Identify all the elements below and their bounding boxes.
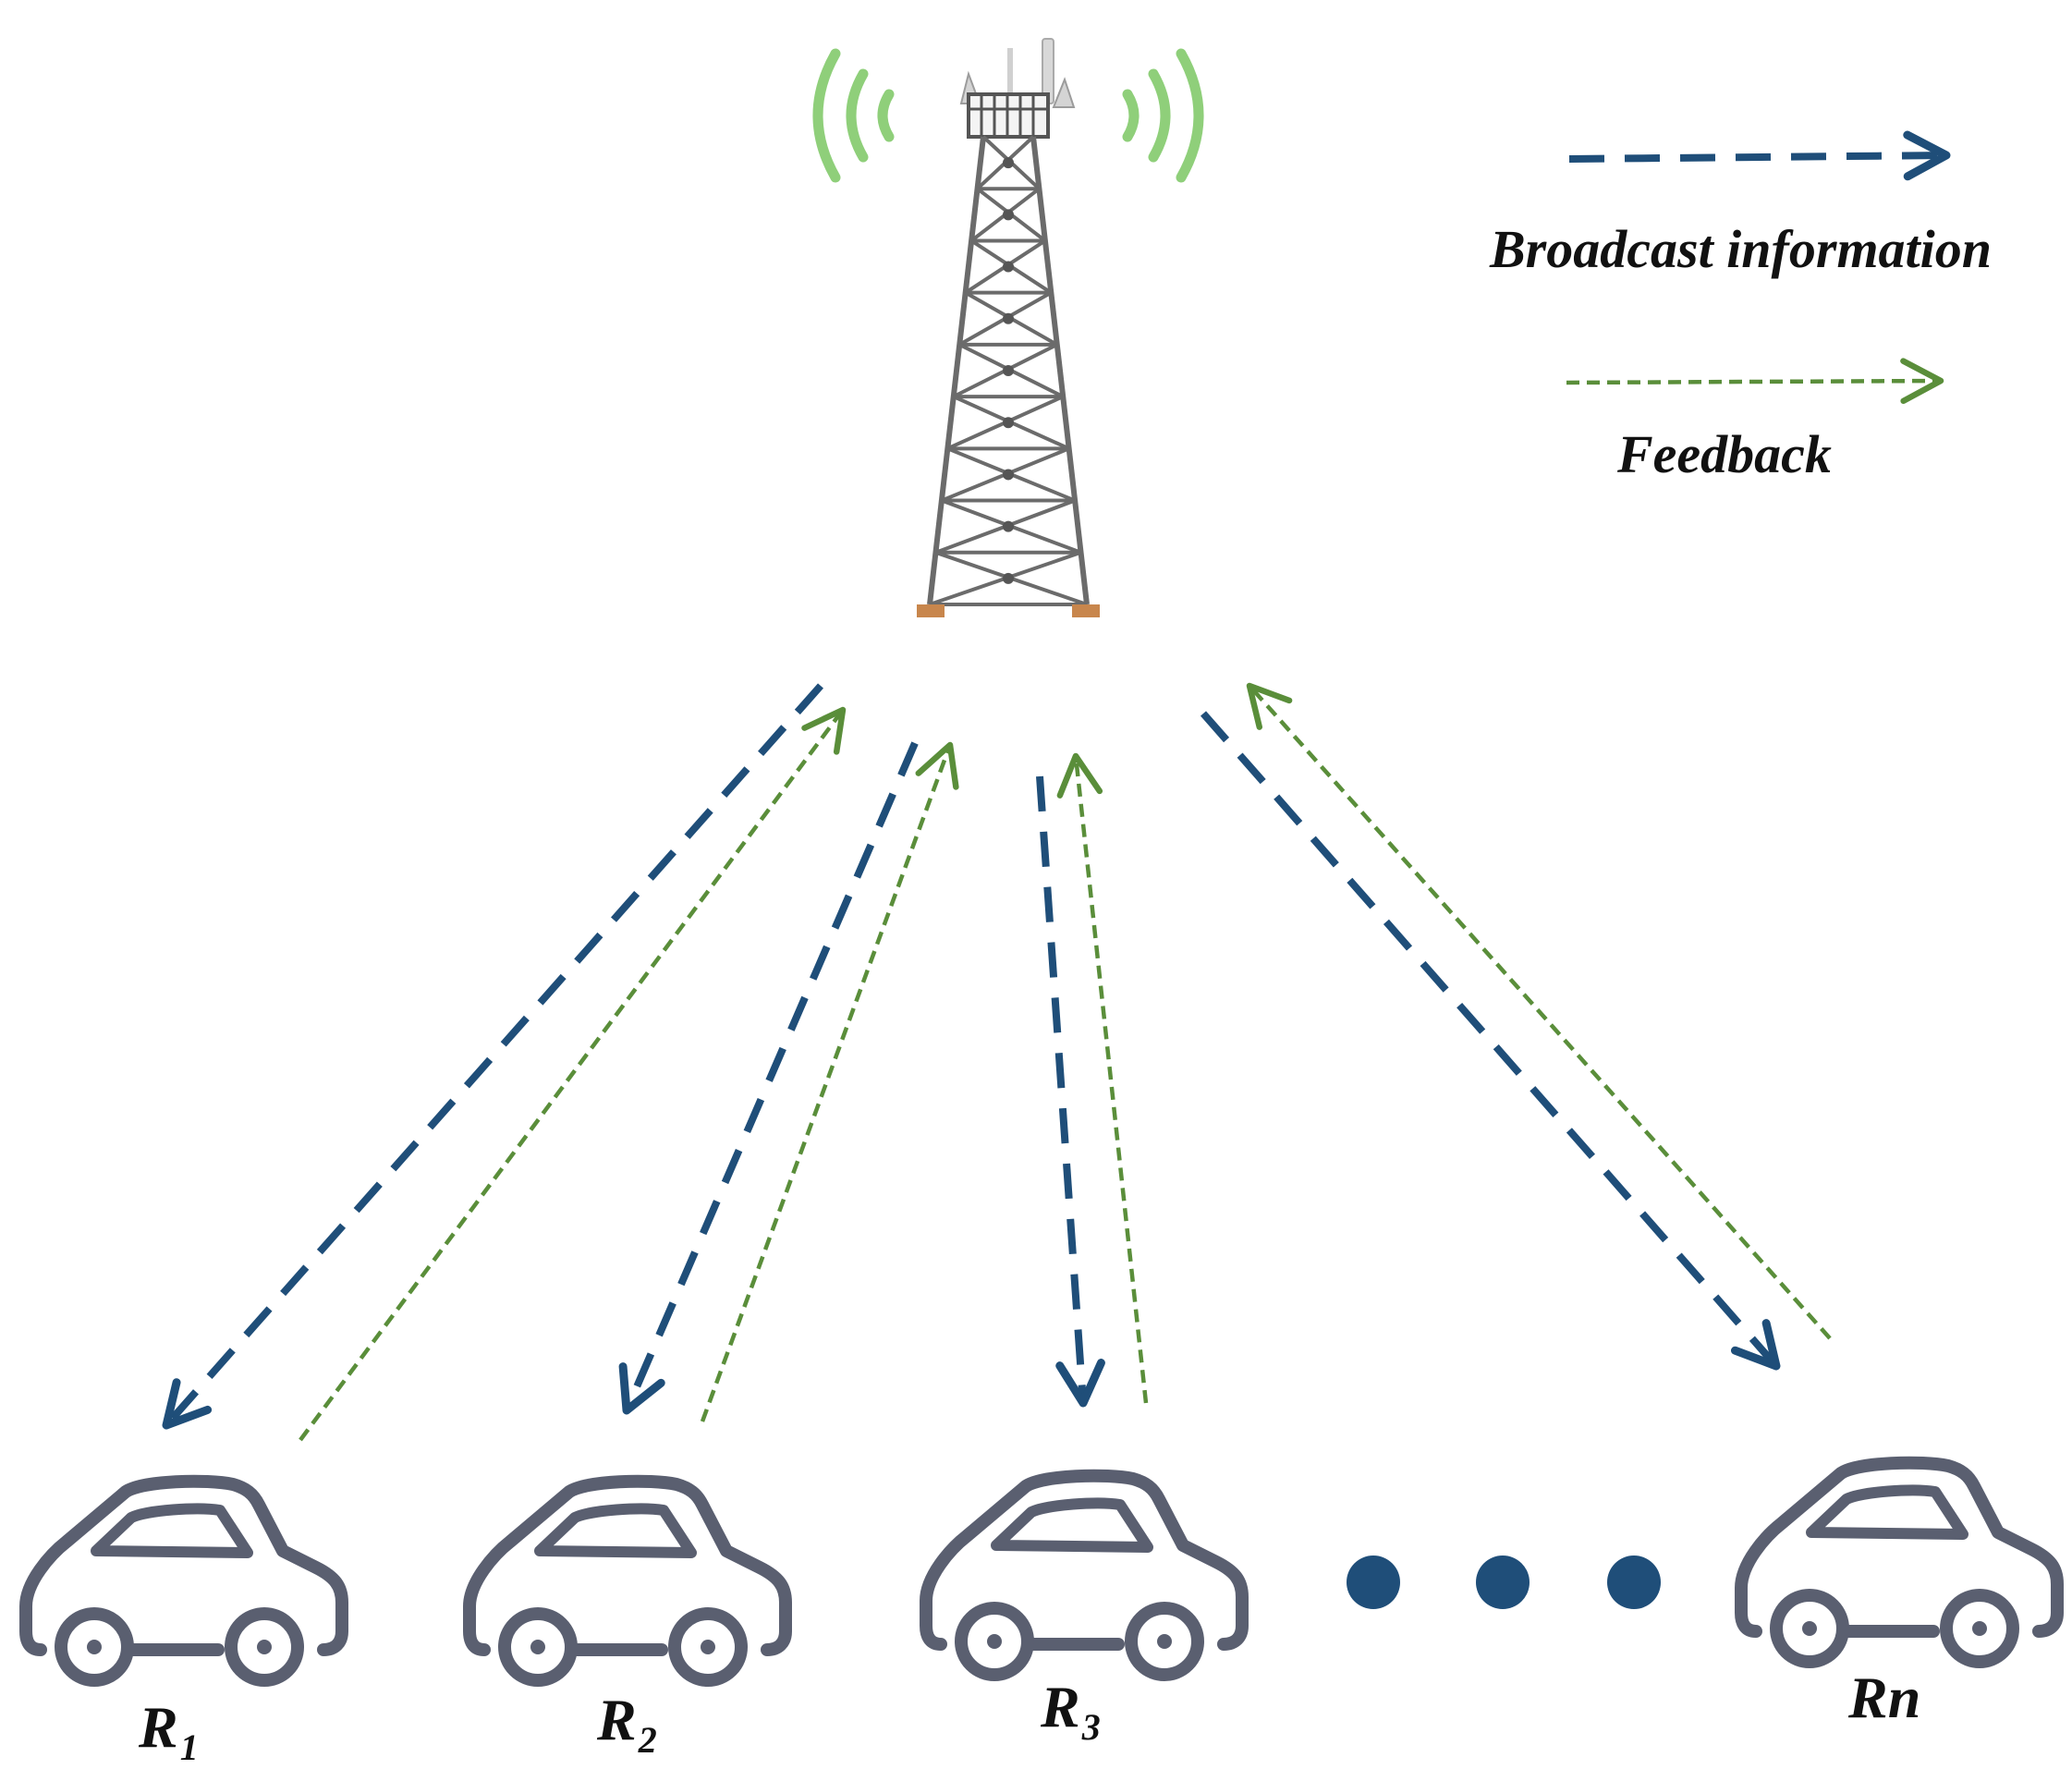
tower-brace-joint — [1003, 469, 1014, 481]
tower-brace-joint — [1003, 261, 1014, 273]
broadcast-arrow-rn — [1200, 711, 1781, 1371]
vehicle-name-r3: R — [1041, 1674, 1080, 1739]
tower-brace-joint — [1003, 157, 1014, 169]
tower-foot-left — [917, 604, 945, 617]
tower-legs — [927, 136, 1090, 605]
vehicle-label-rn: Rn — [1848, 1664, 1922, 1739]
vehicle-label-r1: R1 — [139, 1693, 199, 1769]
broadcast-arrows — [162, 683, 1781, 1430]
car-icon-r1 — [26, 1482, 342, 1680]
feedback-arrow-r2 — [700, 741, 959, 1422]
legend-broadcast-arrow — [1568, 130, 1951, 181]
legend-broadcast-label: Broadcast information — [1490, 219, 1993, 279]
tower-brace-joint — [1003, 209, 1014, 221]
legend-feedback-arrow — [1566, 358, 1944, 405]
broadcast-arrow-r1 — [162, 683, 823, 1430]
feedback-arrows — [299, 682, 1832, 1442]
signal-wave-left-icon — [812, 48, 895, 183]
broadcast-arrow-r2 — [618, 741, 919, 1415]
vehicle-label-r2: R2 — [597, 1686, 657, 1762]
broadcast-arrow-r3 — [1036, 775, 1105, 1408]
vehicle-name-rn: Rn — [1848, 1665, 1921, 1730]
vehicle-label-r3: R3 — [1041, 1673, 1101, 1749]
ellipsis-dots-icon — [1347, 1556, 1661, 1609]
legend-feedback-label: Feedback — [1617, 424, 1832, 484]
car-icon-r2 — [469, 1482, 786, 1680]
car-icon-rn — [1741, 1463, 2057, 1662]
vehicle-sub-r1: 1 — [179, 1726, 199, 1768]
feedback-arrow-rn — [1246, 682, 1832, 1340]
vehicle-name-r2: R — [597, 1687, 637, 1752]
signal-wave-right-icon — [1122, 48, 1204, 183]
tower-brace-joint — [1003, 365, 1014, 376]
tower-brace-joint — [1003, 417, 1014, 429]
tower-brace-joint — [1003, 572, 1014, 584]
feedback-arrow-r1 — [299, 706, 847, 1442]
vehicle-name-r1: R — [139, 1694, 178, 1760]
car-icon-r3 — [926, 1476, 1242, 1675]
vehicle-sub-r2: 2 — [638, 1719, 657, 1761]
feedback-arrow-r3 — [1056, 752, 1149, 1404]
tower-foot-right — [1072, 604, 1100, 617]
cell-tower-icon — [812, 38, 1204, 617]
tower-lattice — [929, 135, 1088, 606]
vehicle-sub-r3: 3 — [1081, 1706, 1101, 1748]
tower-brace-joint — [1003, 520, 1014, 532]
tower-brace-joint — [1003, 312, 1014, 324]
